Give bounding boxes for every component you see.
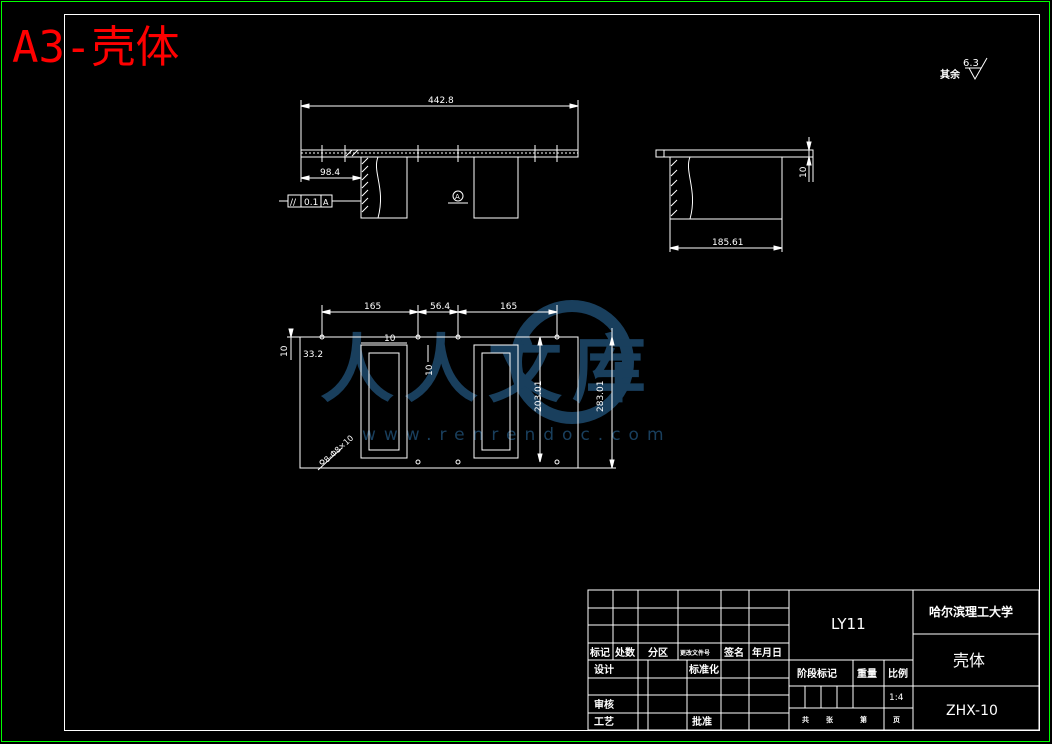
tolerance-datum: A: [323, 198, 329, 207]
tb-page: 第: [860, 715, 867, 724]
tb-ratio: 比例: [888, 667, 908, 680]
tb-approve: 批准: [692, 715, 712, 728]
top-dim-right: 165: [500, 302, 517, 312]
top-thickness-left: 10: [280, 345, 290, 357]
tb-h-doc: 更改文件号: [680, 649, 710, 657]
tb-total: 共: [802, 715, 809, 724]
watermark: 人人文库 www.renrendoc.com: [320, 300, 672, 445]
tb-h-date: 年月日: [752, 646, 782, 659]
side-width: 185.61: [712, 238, 744, 248]
front-view: [279, 100, 579, 219]
top-slot-wall: 10: [384, 334, 396, 344]
watermark-url: www.renrendoc.com: [362, 425, 672, 445]
sheet-title: A3-壳体: [12, 22, 179, 73]
tb-h-sign: 签名: [723, 646, 744, 659]
top-dim-33: 33.2: [303, 350, 323, 360]
tb-weight: 重量: [857, 667, 877, 680]
drawing-frame: [64, 14, 1040, 731]
tb-part-name: 壳体: [953, 651, 985, 670]
tb-school: 哈尔滨理工大学: [929, 604, 1013, 619]
tolerance-symbol: //: [290, 198, 297, 208]
roughness-value: 6.3: [963, 58, 979, 69]
top-dim-left: 165: [364, 302, 381, 312]
roughness-label: 其余: [940, 68, 961, 81]
roughness-note: 其余 6.3: [940, 57, 988, 81]
tb-sheets2: 页: [893, 716, 900, 724]
top-view: [287, 305, 616, 471]
tb-sheets1: 张: [826, 715, 834, 724]
tb-material: LY11: [831, 615, 866, 633]
top-outer-height: 283.01: [596, 381, 606, 413]
side-thickness: 10: [799, 166, 809, 178]
tb-h-count: 处数: [614, 646, 636, 659]
watermark-text: 人人文库: [320, 327, 656, 413]
front-left-offset: 98.4: [320, 168, 340, 178]
top-dim-mid: 56.4: [430, 302, 450, 312]
tb-h-zone: 分区: [648, 646, 668, 659]
top-inner-height: 203.01: [534, 381, 544, 413]
tb-review: 审核: [594, 698, 614, 711]
tb-design: 设计: [594, 663, 614, 676]
tolerance-value: 0.1: [304, 198, 318, 208]
datum-marker-label: A: [455, 193, 460, 201]
section-hatch: [345, 149, 369, 213]
front-overall-width: 442.8: [428, 96, 454, 106]
tb-stage: 阶段标记: [797, 667, 837, 680]
tb-h-mark: 标记: [589, 646, 610, 659]
tb-drawing-no: ZHX-10: [946, 703, 998, 719]
title-block-text: LY11 哈尔滨理工大学 壳体 ZHX-10 1:4 标记 处数 分区 更改文件…: [589, 604, 1013, 728]
tb-scale: 1:4: [889, 693, 904, 703]
tb-standard: 标准化: [688, 663, 719, 676]
side-view: [655, 137, 814, 252]
top-slot-depth: 10: [425, 364, 435, 376]
tb-process: 工艺: [594, 715, 614, 728]
title-block: [587, 589, 1040, 731]
